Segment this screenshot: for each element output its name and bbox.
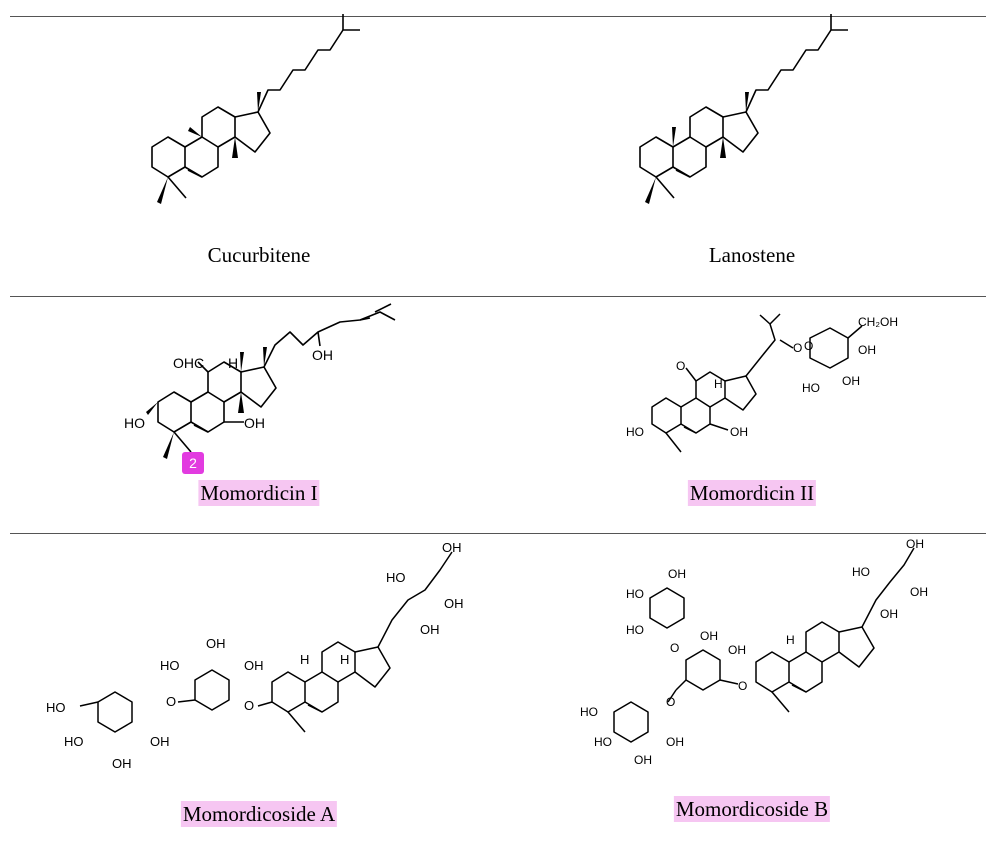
- atom-o: O: [166, 694, 176, 709]
- atom-oh: OH: [668, 567, 686, 581]
- atom-oh: OH: [442, 540, 462, 555]
- atom-o: O: [738, 679, 747, 693]
- caption-lanostene: Lanostene: [707, 242, 797, 268]
- compound-name: Lanostene: [708, 243, 796, 267]
- atom-ho: HO: [580, 705, 598, 719]
- atom-h: H: [228, 355, 238, 371]
- atom-ho: HO: [626, 425, 644, 439]
- atom-oh: OH: [150, 734, 170, 749]
- atom-ohc: OHC: [173, 355, 204, 371]
- atom-h: H: [340, 652, 349, 667]
- caption-momordicin-ii: Momordicin II: [687, 480, 817, 506]
- caption-momordicoside-a: Momordicoside A: [180, 801, 338, 827]
- atom-oh: OH: [112, 756, 132, 771]
- atom-oh: OH: [244, 658, 264, 673]
- atom-oh: OH: [880, 607, 898, 621]
- atom-ch2oh: CH₂OH: [858, 315, 898, 329]
- atom-oh: OH: [244, 415, 265, 431]
- compound-name: Momordicoside B: [675, 797, 829, 821]
- compound-name: Momordicin II: [689, 481, 815, 505]
- caption-momordicoside-b: Momordicoside B: [673, 796, 831, 822]
- atom-ho: HO: [626, 623, 644, 637]
- atom-o: O: [676, 359, 685, 373]
- atom-oh: OH: [666, 735, 684, 749]
- atom-oh: OH: [420, 622, 440, 637]
- atom-h: H: [300, 652, 309, 667]
- atom-o: O: [670, 641, 679, 655]
- atom-oh: OH: [842, 374, 860, 388]
- atom-ho: HO: [64, 734, 84, 749]
- compound-name: Momordicoside A: [182, 802, 336, 826]
- atom-ho: HO: [160, 658, 180, 673]
- atom-o: O: [244, 698, 254, 713]
- row-divider-2: [10, 533, 986, 534]
- atom-ho: HO: [46, 700, 66, 715]
- compound-name: Momordicin I: [200, 481, 318, 505]
- atom-oh: OH: [728, 643, 746, 657]
- atom-oh: OH: [634, 753, 652, 767]
- atom-oh: OH: [730, 425, 748, 439]
- atom-ho: HO: [594, 735, 612, 749]
- atom-oh: OH: [858, 343, 876, 357]
- atom-oh: OH: [910, 585, 928, 599]
- atom-o: O: [804, 339, 813, 353]
- atom-oh: OH: [312, 347, 333, 363]
- caption-momordicin-i: Momordicin I: [198, 480, 320, 506]
- atom-ho: HO: [124, 415, 145, 431]
- caption-cucurbitene: Cucurbitene: [206, 242, 313, 268]
- annotation-badge: 2: [182, 452, 204, 474]
- atom-oh: OH: [444, 596, 464, 611]
- row-divider-1: [10, 296, 986, 297]
- atom-oh: OH: [206, 636, 226, 651]
- atom-ho: HO: [626, 587, 644, 601]
- atom-o: O: [793, 341, 802, 355]
- atom-h: H: [786, 633, 795, 647]
- atom-o: O: [666, 695, 675, 709]
- atom-ho: HO: [386, 570, 406, 585]
- compound-name: Cucurbitene: [207, 243, 311, 267]
- atom-ho: HO: [802, 381, 820, 395]
- atom-ho: HO: [852, 565, 870, 579]
- table-top-rule: [10, 16, 986, 17]
- atom-oh: OH: [700, 629, 718, 643]
- atom-oh: OH: [906, 537, 924, 551]
- atom-h: H: [714, 377, 723, 391]
